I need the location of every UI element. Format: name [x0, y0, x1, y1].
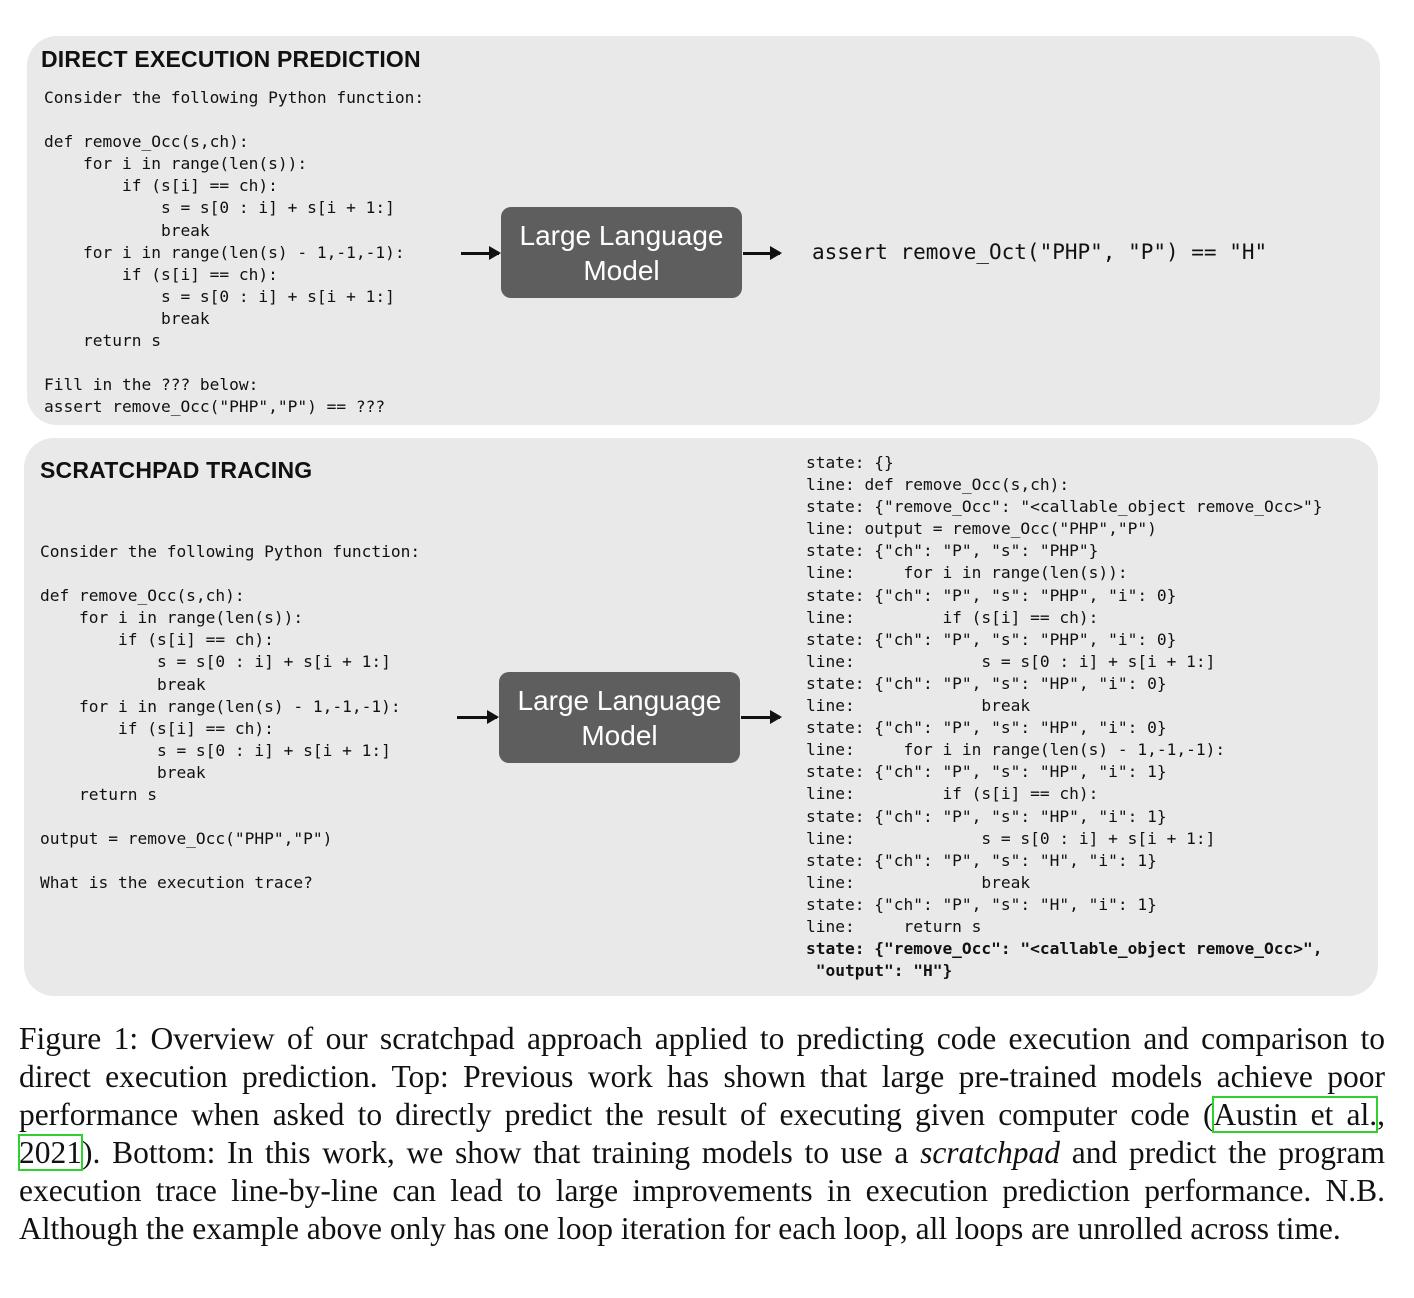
code-line: state: {"ch": "P", "s": "HP", "i": 1} — [806, 806, 1167, 826]
code-line: for i in range(len(s)): — [40, 608, 304, 628]
code-line: if (s[i] == ch): — [40, 718, 274, 738]
model-label-line1: Large Language — [517, 684, 722, 716]
code-line — [40, 563, 420, 585]
code-line: state: {"ch": "P", "s": "H", "i": 1} — [806, 850, 1157, 870]
code-line: line: break — [806, 696, 1031, 716]
code-line — [44, 109, 424, 131]
code-line: state: {"ch": "P", "s": "H", "i": 1} — [806, 894, 1157, 914]
code-line — [40, 850, 420, 872]
arrow-right-icon — [741, 710, 782, 724]
direct-prediction-output: assert remove_Oct("PHP", "P") == "H" — [812, 240, 1268, 264]
direct-prompt-code: Consider the following Python function: d… — [44, 87, 424, 418]
model-label-line1: Large Language — [519, 219, 724, 251]
figure-caption: Figure 1: Overview of our scratchpad app… — [18, 1020, 1385, 1248]
code-line: line: output = remove_Occ("PHP","P") — [806, 519, 1157, 539]
code-line: return s — [40, 785, 157, 805]
caption-text: Figure 1: Overview of our scratchpad app… — [19, 1021, 1385, 1132]
code-line: line: s = s[0 : i] + s[i + 1:] — [806, 651, 1216, 671]
code-line: line: if (s[i] == ch): — [806, 784, 1099, 804]
code-line: line: if (s[i] == ch): — [806, 607, 1099, 627]
code-line: output = remove_Occ("PHP","P") — [40, 829, 333, 849]
code-line: state: {"remove_Occ": "<callable_object … — [806, 939, 1323, 959]
model-label-line2: Model — [581, 719, 658, 751]
code-line: for i in range(len(s) - 1,-1,-1): — [44, 242, 405, 262]
code-line: line: for i in range(len(s) - 1,-1,-1): — [806, 740, 1226, 760]
large-language-model-box: Large Language Model — [501, 207, 742, 298]
code-line: break — [40, 674, 206, 694]
code-line: state: {"ch": "P", "s": "HP", "i": 0} — [806, 673, 1167, 693]
code-line: assert remove_Occ("PHP","P") == ??? — [44, 397, 386, 417]
code-line: state: {} — [806, 453, 894, 472]
code-line: line: for i in range(len(s)): — [806, 563, 1128, 583]
direct-execution-title: DIRECT EXECUTION PREDICTION — [41, 46, 421, 72]
code-line: state: {"remove_Occ": "<callable_object … — [806, 497, 1323, 517]
code-line: Fill in the ??? below: — [44, 375, 259, 395]
citation-link-year[interactable]: 2021 — [18, 1134, 83, 1171]
code-line: state: {"ch": "P", "s": "HP", "i": 1} — [806, 762, 1167, 782]
code-line: for i in range(len(s) - 1,-1,-1): — [40, 696, 401, 716]
arrow-right-icon — [457, 710, 499, 724]
code-line — [44, 352, 424, 374]
code-line: line: return s — [806, 916, 982, 936]
code-line: if (s[i] == ch): — [40, 630, 274, 650]
code-line: break — [40, 762, 206, 782]
code-line: if (s[i] == ch): — [44, 264, 278, 284]
code-line: break — [44, 308, 210, 328]
code-line: line: break — [806, 872, 1031, 892]
large-language-model-box: Large Language Model — [499, 672, 740, 763]
code-line: s = s[0 : i] + s[i + 1:] — [44, 198, 395, 218]
caption-emphasis: scratchpad — [920, 1135, 1061, 1170]
caption-text: and predict the program execution trace … — [19, 1135, 1385, 1246]
caption-sep: , — [1377, 1097, 1385, 1132]
code-line: s = s[0 : i] + s[i + 1:] — [44, 286, 395, 306]
code-line: for i in range(len(s)): — [44, 154, 308, 174]
code-line: s = s[0 : i] + s[i + 1:] — [40, 652, 391, 672]
code-line: state: {"ch": "P", "s": "HP", "i": 0} — [806, 718, 1167, 738]
caption-text: ). Bottom: In this work, we show that tr… — [82, 1135, 921, 1170]
arrow-right-icon — [743, 246, 782, 260]
code-line: def remove_Occ(s,ch): — [44, 132, 249, 152]
code-line: s = s[0 : i] + s[i + 1:] — [40, 740, 391, 760]
code-line: line: def remove_Occ(s,ch): — [806, 475, 1070, 495]
code-line: line: s = s[0 : i] + s[i + 1:] — [806, 828, 1216, 848]
code-line: state: {"ch": "P", "s": "PHP", "i": 0} — [806, 585, 1177, 605]
code-line: state: {"ch": "P", "s": "PHP"} — [806, 541, 1099, 561]
execution-trace-output: state: {}line: def remove_Occ(s,ch):stat… — [806, 452, 1323, 982]
code-line: if (s[i] == ch): — [44, 176, 278, 196]
code-line: Consider the following Python function: — [40, 542, 421, 561]
scratchpad-prompt-code: Consider the following Python function: d… — [40, 541, 420, 895]
arrow-right-icon — [461, 246, 501, 260]
citation-link-author[interactable]: Austin et al. — [1212, 1096, 1379, 1133]
model-label-line2: Model — [583, 254, 660, 286]
code-line — [40, 806, 420, 828]
code-line: return s — [44, 331, 161, 351]
code-line: Consider the following Python function: — [44, 88, 425, 107]
code-line: What is the execution trace? — [40, 873, 313, 893]
scratchpad-tracing-title: SCRATCHPAD TRACING — [40, 457, 313, 483]
code-line: break — [44, 220, 210, 240]
code-line: "output": "H"} — [806, 961, 953, 981]
code-line: state: {"ch": "P", "s": "PHP", "i": 0} — [806, 629, 1177, 649]
code-line: def remove_Occ(s,ch): — [40, 586, 245, 606]
